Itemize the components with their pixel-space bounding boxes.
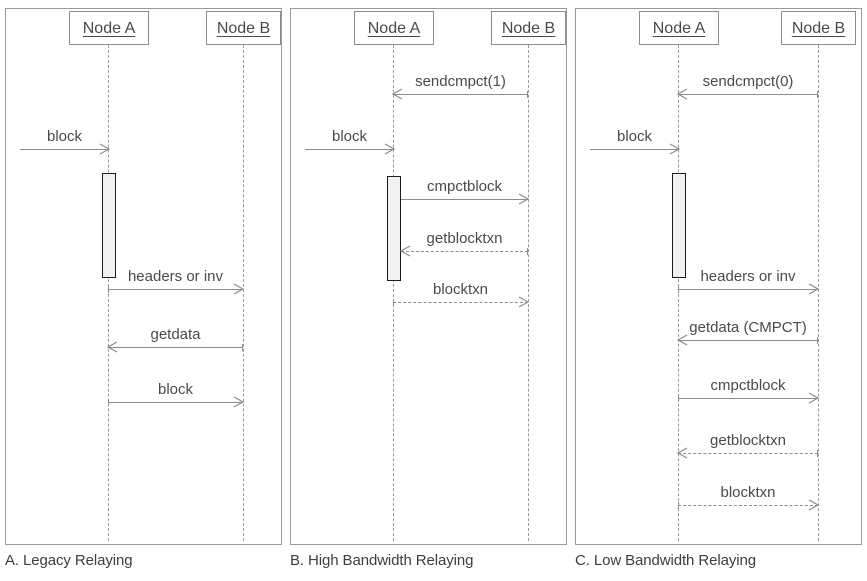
message-line	[401, 251, 528, 252]
message-line	[20, 149, 109, 150]
message-label: cmpctblock	[426, 178, 503, 195]
arrowhead-left	[399, 245, 411, 257]
actor-label-node-a: Node A	[652, 20, 706, 37]
message-line	[108, 289, 243, 290]
arrowhead-right	[518, 296, 530, 308]
message-label: getblocktxn	[426, 230, 503, 247]
actor-label-node-b: Node B	[216, 20, 271, 37]
lifeline-node-a	[678, 45, 679, 541]
message-origin-tick	[242, 344, 243, 351]
message-line	[678, 289, 818, 290]
message-label: getdata	[150, 326, 201, 343]
message-origin-tick	[108, 399, 109, 406]
message-label: sendcmpct(0)	[702, 73, 794, 90]
arrowhead-right	[99, 143, 111, 155]
message-line	[590, 149, 679, 150]
message-origin-tick	[393, 299, 394, 306]
arrowhead-right	[808, 499, 820, 511]
arrowhead-right	[518, 193, 530, 205]
message-line	[678, 340, 818, 341]
message-label: getdata (CMPCT)	[689, 319, 807, 336]
arrowhead-right	[233, 283, 245, 295]
message-label: headers or inv	[127, 268, 224, 285]
actor-box-node-a: Node A	[69, 11, 149, 45]
message-label: block	[331, 128, 368, 145]
message-line	[678, 505, 818, 506]
actor-box-node-b: Node B	[781, 11, 856, 45]
message-line	[305, 149, 394, 150]
activation-bar-node-a	[672, 173, 686, 278]
lifeline-node-b	[818, 45, 819, 541]
message-label: sendcmpct(1)	[415, 73, 506, 90]
message-line	[678, 94, 818, 95]
arrowhead-left	[391, 88, 403, 100]
actor-box-node-a: Node A	[354, 11, 434, 45]
arrowhead-left	[676, 447, 688, 459]
message-line	[108, 402, 243, 403]
arrowhead-right	[669, 143, 681, 155]
message-label: cmpctblock	[710, 377, 786, 394]
activation-bar-node-a	[102, 173, 116, 278]
message-label: block	[157, 381, 194, 398]
arrowhead-left	[676, 334, 688, 346]
arrowhead-right	[808, 392, 820, 404]
actor-label-node-b: Node B	[791, 20, 846, 37]
message-origin-tick	[527, 91, 528, 98]
arrowhead-left	[106, 341, 118, 353]
caption-panel-a: A. Legacy Relaying	[5, 552, 133, 569]
lifeline-node-a	[393, 45, 394, 541]
message-line	[108, 347, 243, 348]
message-origin-tick	[108, 286, 109, 293]
lifeline-node-a	[108, 45, 109, 541]
activation-bar-node-a	[387, 176, 401, 281]
actor-box-node-b: Node B	[491, 11, 566, 45]
message-line	[401, 199, 528, 200]
message-label: block	[616, 128, 653, 145]
message-origin-tick	[817, 337, 818, 344]
panel-legacy-relaying: Node A Node B block headers or inv	[5, 8, 282, 545]
arrowhead-right	[233, 396, 245, 408]
message-label: block	[46, 128, 83, 145]
actor-label-node-b: Node B	[501, 20, 556, 37]
caption-panel-c: C. Low Bandwidth Relaying	[575, 552, 756, 569]
message-origin-tick	[678, 286, 679, 293]
message-origin-tick	[817, 450, 818, 457]
actor-box-node-b: Node B	[206, 11, 281, 45]
message-label: blocktxn	[432, 281, 489, 298]
message-origin-tick	[678, 395, 679, 402]
message-origin-tick	[817, 91, 818, 98]
message-origin-tick	[678, 502, 679, 509]
message-line	[678, 453, 818, 454]
arrowhead-right	[384, 143, 396, 155]
message-line	[678, 398, 818, 399]
panel-high-bandwidth-relaying: Node A Node B sendcmpct(1) block	[290, 8, 567, 545]
message-line	[393, 302, 528, 303]
message-label: getblocktxn	[710, 432, 786, 449]
actor-box-node-a: Node A	[639, 11, 719, 45]
message-line	[393, 94, 528, 95]
actor-label-node-a: Node A	[82, 20, 136, 37]
actor-label-node-a: Node A	[367, 20, 421, 37]
message-origin-tick	[527, 248, 528, 255]
lifeline-node-b	[528, 45, 529, 541]
message-label: blocktxn	[720, 484, 776, 501]
caption-panel-b: B. High Bandwidth Relaying	[290, 552, 474, 569]
message-label: headers or inv	[700, 268, 796, 285]
panel-low-bandwidth-relaying: Node A Node B sendcmpct(0) block	[575, 8, 862, 545]
arrowhead-left	[676, 88, 688, 100]
arrowhead-right	[808, 283, 820, 295]
lifeline-node-b	[243, 45, 244, 541]
